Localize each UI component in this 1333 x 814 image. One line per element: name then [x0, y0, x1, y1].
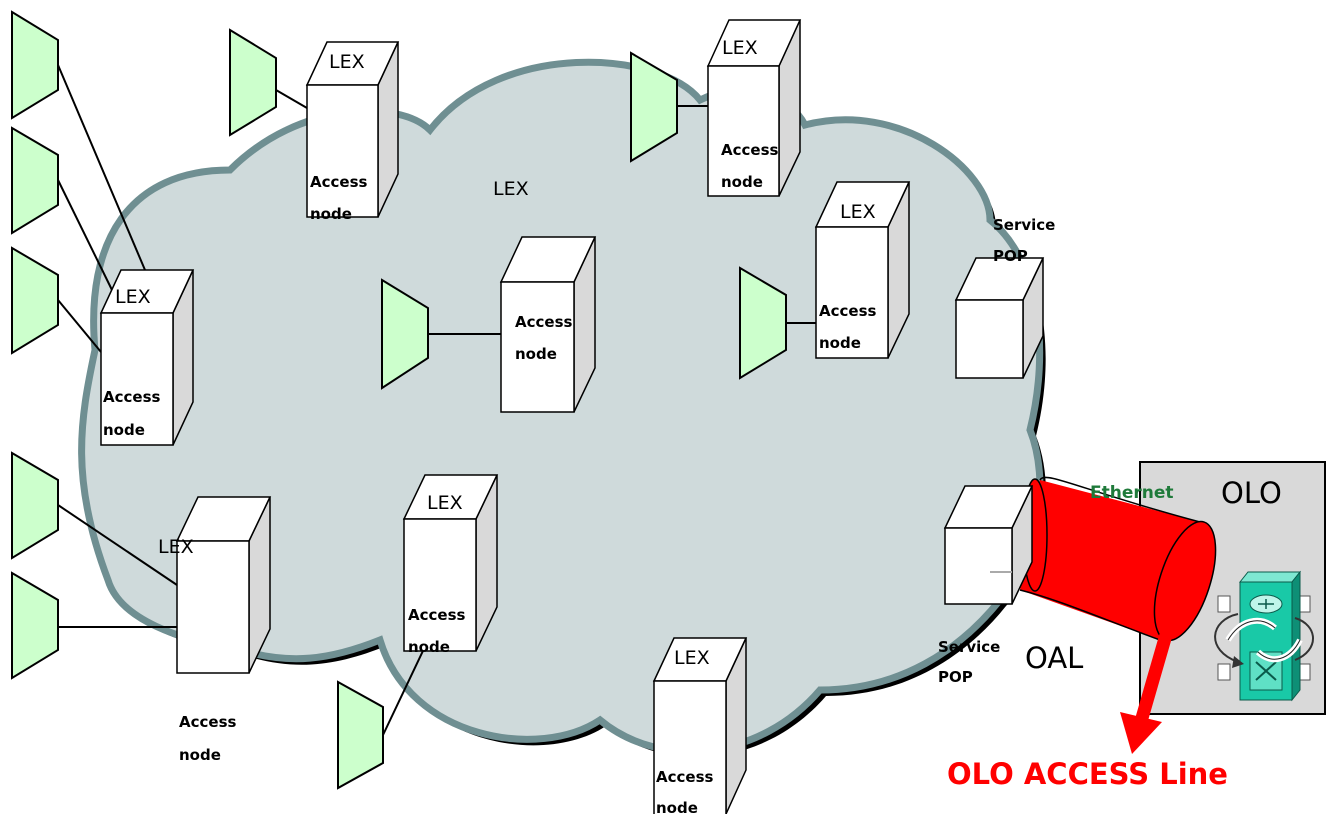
- node-label: node: [310, 205, 352, 223]
- node-label: node: [103, 421, 145, 439]
- oal-label: OAL: [1025, 641, 1083, 675]
- access-terminal-icon: [337, 680, 384, 790]
- lex-label: LEX: [840, 201, 876, 223]
- lex-label: LEX: [674, 647, 710, 669]
- node-label: node: [819, 334, 861, 352]
- node-label: node: [179, 746, 221, 764]
- access-terminal-icon: [739, 266, 787, 380]
- pop-label: POP: [938, 668, 973, 686]
- access-label: Access: [515, 313, 572, 331]
- access-terminal-icon: [11, 126, 59, 235]
- node-label: node: [721, 173, 763, 191]
- access-label: Access: [310, 173, 367, 191]
- olo-equipment: [1214, 570, 1314, 702]
- access-label: Access: [721, 141, 778, 159]
- access-terminal-icon: [11, 10, 59, 120]
- access-label: Access: [179, 713, 236, 731]
- access-label: Access: [656, 768, 713, 786]
- access-terminal-icon: [11, 451, 59, 560]
- access-terminal-icon: [630, 51, 678, 163]
- service-pop-box: [954, 257, 1045, 379]
- access-terminal-icon: [11, 571, 59, 680]
- olo-access-line-label: OLO ACCESS Line: [947, 757, 1228, 791]
- service-label: Service: [993, 216, 1055, 234]
- connection-lines: [57, 64, 1018, 736]
- ethernet-label: Ethernet: [1090, 483, 1174, 503]
- pop-label: POP: [993, 247, 1028, 265]
- access-node-box: [402, 474, 499, 652]
- lex-cloud-label: LEX: [493, 178, 529, 200]
- access-label: Access: [819, 302, 876, 320]
- labels: LEX LEX LEX LEX LEX LEX LEX LEX Access n…: [103, 37, 1282, 814]
- access-terminal-icon: [11, 246, 59, 355]
- access-node-box: [652, 637, 748, 814]
- node-label: node: [656, 799, 698, 814]
- olo-label: OLO: [1221, 476, 1282, 510]
- access-node-box: [706, 19, 802, 197]
- lex-label: LEX: [115, 286, 151, 308]
- lex-label: LEX: [158, 536, 194, 558]
- access-label: Access: [103, 388, 160, 406]
- service-pop-box: [943, 485, 1034, 605]
- lex-label: LEX: [329, 51, 365, 73]
- access-terminal-icon: [229, 28, 277, 137]
- service-label: Service: [938, 638, 1000, 656]
- oal-pipe: [1019, 476, 1217, 754]
- access-node-box: [175, 496, 272, 674]
- access-node-box: [99, 269, 195, 446]
- node-label: node: [515, 345, 557, 363]
- access-node-box: [814, 181, 911, 359]
- access-label: Access: [408, 606, 465, 624]
- lex-label: LEX: [722, 37, 758, 59]
- access-node-box: [305, 41, 400, 218]
- access-terminals: [11, 10, 787, 790]
- lex-label: LEX: [427, 492, 463, 514]
- node-label: node: [408, 638, 450, 656]
- access-node-box: [499, 236, 597, 413]
- access-terminal-icon: [381, 278, 429, 390]
